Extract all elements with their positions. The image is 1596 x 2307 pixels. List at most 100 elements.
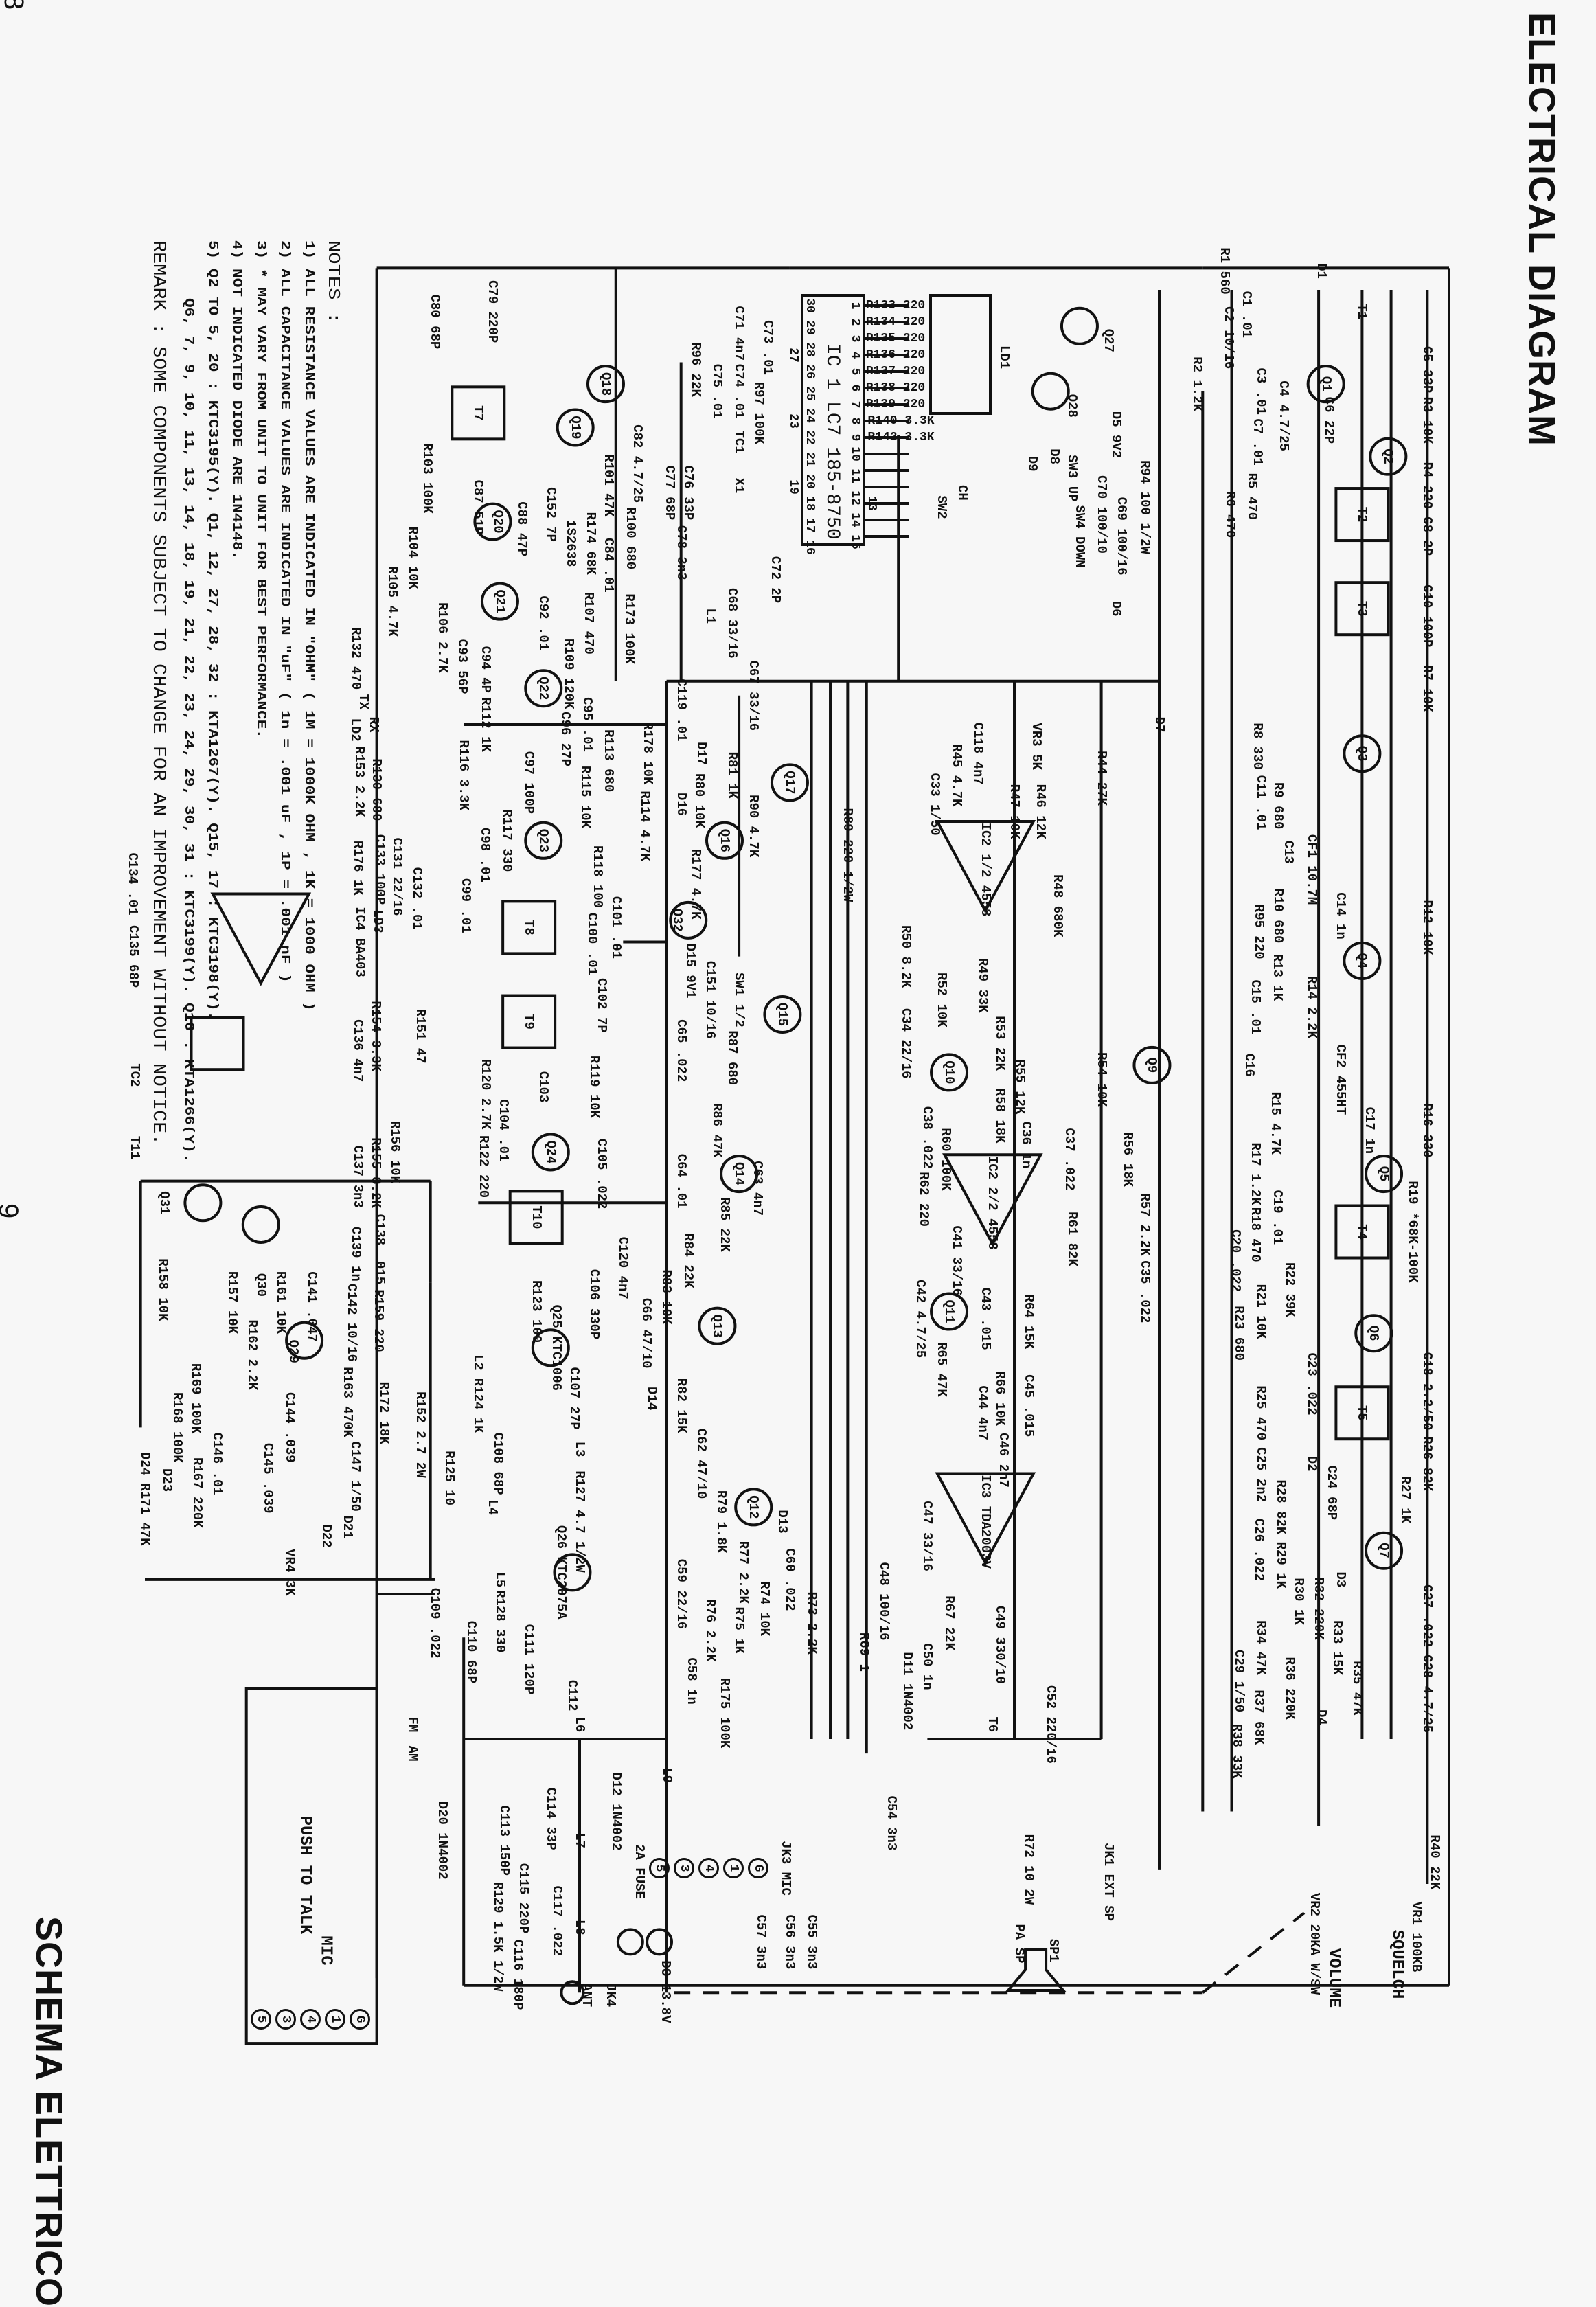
component-label: D6 (1108, 600, 1124, 617)
component-label: C103 (536, 1071, 551, 1103)
component-label: R154 3.3K (368, 1001, 384, 1071)
component-label: CH (954, 484, 970, 501)
component-label: L2 (470, 1354, 486, 1370)
component-label: C80 68P (427, 294, 442, 350)
ic1-pin: 21 (803, 452, 817, 467)
component-label: R10 680 (1270, 888, 1286, 944)
note-item: 2) ALL CAPACITANCE VALUES ARE INDICATED … (277, 240, 293, 983)
ic1-pin: 4 (848, 351, 862, 359)
sp1-label: SP1 (1046, 1938, 1061, 1963)
mic-plug-pin: 1 (325, 2009, 345, 2030)
component-label: C27 .022 (1420, 1584, 1435, 1648)
mic-label: MIC (316, 1935, 335, 1966)
component-label: C78 3n3 (673, 525, 689, 580)
component-label: R89 220 1/2W (840, 808, 856, 902)
component-label: Q10 (942, 1060, 957, 1084)
component-label: C42 4.7/25 (912, 1280, 928, 1359)
component-label: C1 .01 (1238, 291, 1254, 339)
component-label: R105 4.7K (385, 566, 400, 637)
component-label: R169 100K (187, 1363, 203, 1434)
component-label: TC1 (731, 430, 747, 454)
component-label: Q29 (286, 1339, 301, 1363)
component-label: D21 (340, 1515, 356, 1539)
component-label: C105 .022 (593, 1138, 609, 1209)
component-label: C137 3n3 (350, 1145, 365, 1208)
component-label: R120 2.7K (477, 1058, 493, 1130)
ic1-pin: 10 (848, 446, 862, 462)
component-label: R37 68K (1251, 1690, 1267, 1745)
component-label: C20 .022 (1227, 1229, 1243, 1293)
component-label: C134 .01 (125, 852, 141, 916)
component-label: R67 22K (942, 1595, 957, 1651)
component-label: 1S2638 (563, 520, 579, 567)
component-label: AM (405, 1745, 421, 1762)
component-label: R175 100K (717, 1677, 732, 1749)
component-label: D13 (775, 1510, 790, 1534)
component-label: R36 220K (1281, 1657, 1297, 1720)
component-label: R49 33K (974, 957, 990, 1013)
ic1-pin: 13 (865, 496, 878, 511)
component-label: C139 1n (347, 1226, 363, 1282)
component-label: C28 4.7/25 (1420, 1655, 1435, 1734)
component-label: R152 2.7 2W (412, 1391, 428, 1478)
ic1-pin: 20 (803, 474, 817, 489)
component-label: C132 .01 (409, 867, 425, 930)
component-label: C131 22/16 (389, 837, 404, 916)
transistor-symbol (480, 582, 519, 621)
component-label: R171 47K (137, 1483, 152, 1546)
page-number: 9 (0, 1203, 23, 1218)
note-item: 1) ALL RESISTANCE VALUES ARE INDICATED I… (301, 240, 317, 1011)
component-label: C10 100P (1420, 584, 1435, 648)
component-label: D22 (318, 1524, 334, 1548)
op-amp-symbol (942, 1153, 1043, 1247)
component-label: Q11 (942, 1299, 957, 1323)
ic1-pin: 17 (803, 518, 817, 533)
component-label: R64 15K (1021, 1294, 1037, 1350)
ic1-pin: 12 (848, 490, 862, 505)
component-label: L4 (485, 1499, 501, 1515)
component-label: R75 1K (731, 1606, 747, 1654)
antenna-jack-icon (560, 1980, 585, 2005)
component-label: C15 .01 (1247, 979, 1263, 1035)
component-label: Q3 (1354, 745, 1370, 762)
component-label: IC4 BA403 (352, 907, 367, 977)
transistor-symbol (930, 1292, 969, 1331)
component-label: C55 3n3 (803, 1914, 819, 1970)
component-label: C36 1n (1018, 1121, 1034, 1169)
mic-plug-pin: 4 (300, 2009, 321, 2030)
component-label: C2 10/16 (1221, 306, 1237, 370)
component-label: R153 2.2K (351, 746, 367, 817)
component-label: R168 100K (170, 1392, 185, 1463)
ic1-label: IC 1 LC7 185-8750 (821, 343, 843, 540)
transistor-symbol (698, 1306, 737, 1345)
transistor-symbol (241, 1205, 280, 1244)
transistor-symbol (770, 763, 809, 802)
component-label: C97 100P (521, 751, 537, 814)
component-label: C44 4n7 (974, 1385, 990, 1441)
component-label: C151 10/16 (702, 960, 718, 1039)
component-label: R176 1K (350, 840, 366, 896)
component-label: R29 1K (1273, 1541, 1288, 1589)
transistor-symbol (524, 669, 563, 708)
component-label: R74 10K (757, 1581, 773, 1637)
component-label: C3 .01 (1253, 367, 1268, 415)
component-label: R156 10K (387, 1120, 403, 1184)
segment-resistor-label: R142 3.3K (867, 431, 935, 444)
segment-resistor-label: R138 220 (865, 381, 926, 395)
component-label: C112 (565, 1679, 580, 1712)
component-label: Q13 (709, 1314, 725, 1338)
component-label: C84 .01 (600, 537, 616, 593)
component-label: R38 33K (1229, 1723, 1245, 1779)
component-label: Q2 (1380, 448, 1396, 465)
ic1-pin: 8 (848, 417, 862, 425)
component-label: C8 2P (1420, 516, 1435, 556)
component-label: R22 39K (1281, 1262, 1297, 1317)
notes-block: NOTES : 1) ALL RESISTANCE VALUES ARE IND… (146, 240, 345, 1269)
component-label: Q20 (490, 510, 506, 534)
component-label: C87 51P (470, 479, 486, 535)
ic1-pin: 24 (803, 408, 817, 423)
op-amp-symbol (935, 1472, 1036, 1566)
component-label: C117 .022 (549, 1885, 565, 1957)
component-label: Q28 (1064, 394, 1080, 418)
page-number: 8 (0, 0, 29, 10)
